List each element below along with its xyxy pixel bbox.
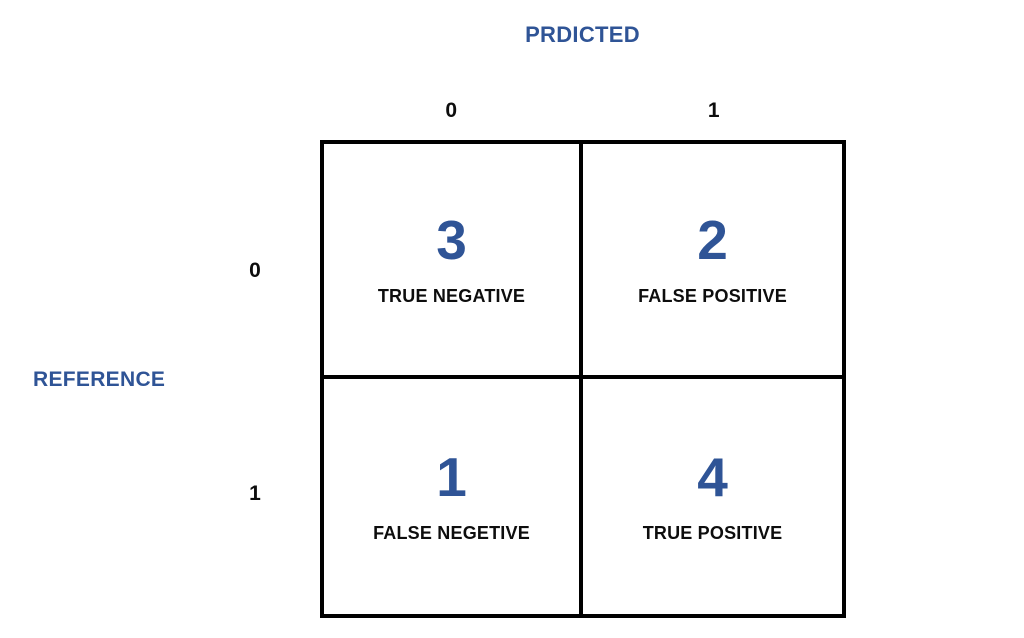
- column-header-0: 0: [445, 99, 458, 122]
- false-negative-label: FALSE NEGETIVE: [373, 522, 530, 543]
- row-header-0: 0: [249, 259, 261, 282]
- false-positive-label: FALSE POSITIVE: [638, 285, 787, 306]
- confusion-matrix-grid: 3 TRUE NEGATIVE 2 FALSE POSITIVE 1 FALSE…: [320, 140, 846, 618]
- column-headers: 0 1: [320, 99, 845, 123]
- false-negative-count: 1: [436, 445, 467, 508]
- row-header-1: 1: [249, 482, 261, 505]
- matrix-cell-false-negative: 1 FALSE NEGETIVE: [324, 379, 583, 614]
- false-positive-count: 2: [697, 208, 728, 271]
- predicted-axis-title: PRDICTED: [525, 22, 640, 47]
- column-header-1: 1: [707, 99, 720, 122]
- matrix-cell-true-negative: 3 TRUE NEGATIVE: [324, 144, 583, 379]
- true-negative-count: 3: [436, 208, 467, 271]
- true-positive-count: 4: [697, 445, 728, 508]
- matrix-cell-true-positive: 4 TRUE POSITIVE: [583, 379, 842, 614]
- true-negative-label: TRUE NEGATIVE: [377, 285, 526, 306]
- matrix-cell-false-positive: 2 FALSE POSITIVE: [583, 144, 842, 379]
- reference-axis-title: REFERENCE: [33, 368, 166, 391]
- true-positive-label: TRUE POSITIVE: [642, 522, 783, 543]
